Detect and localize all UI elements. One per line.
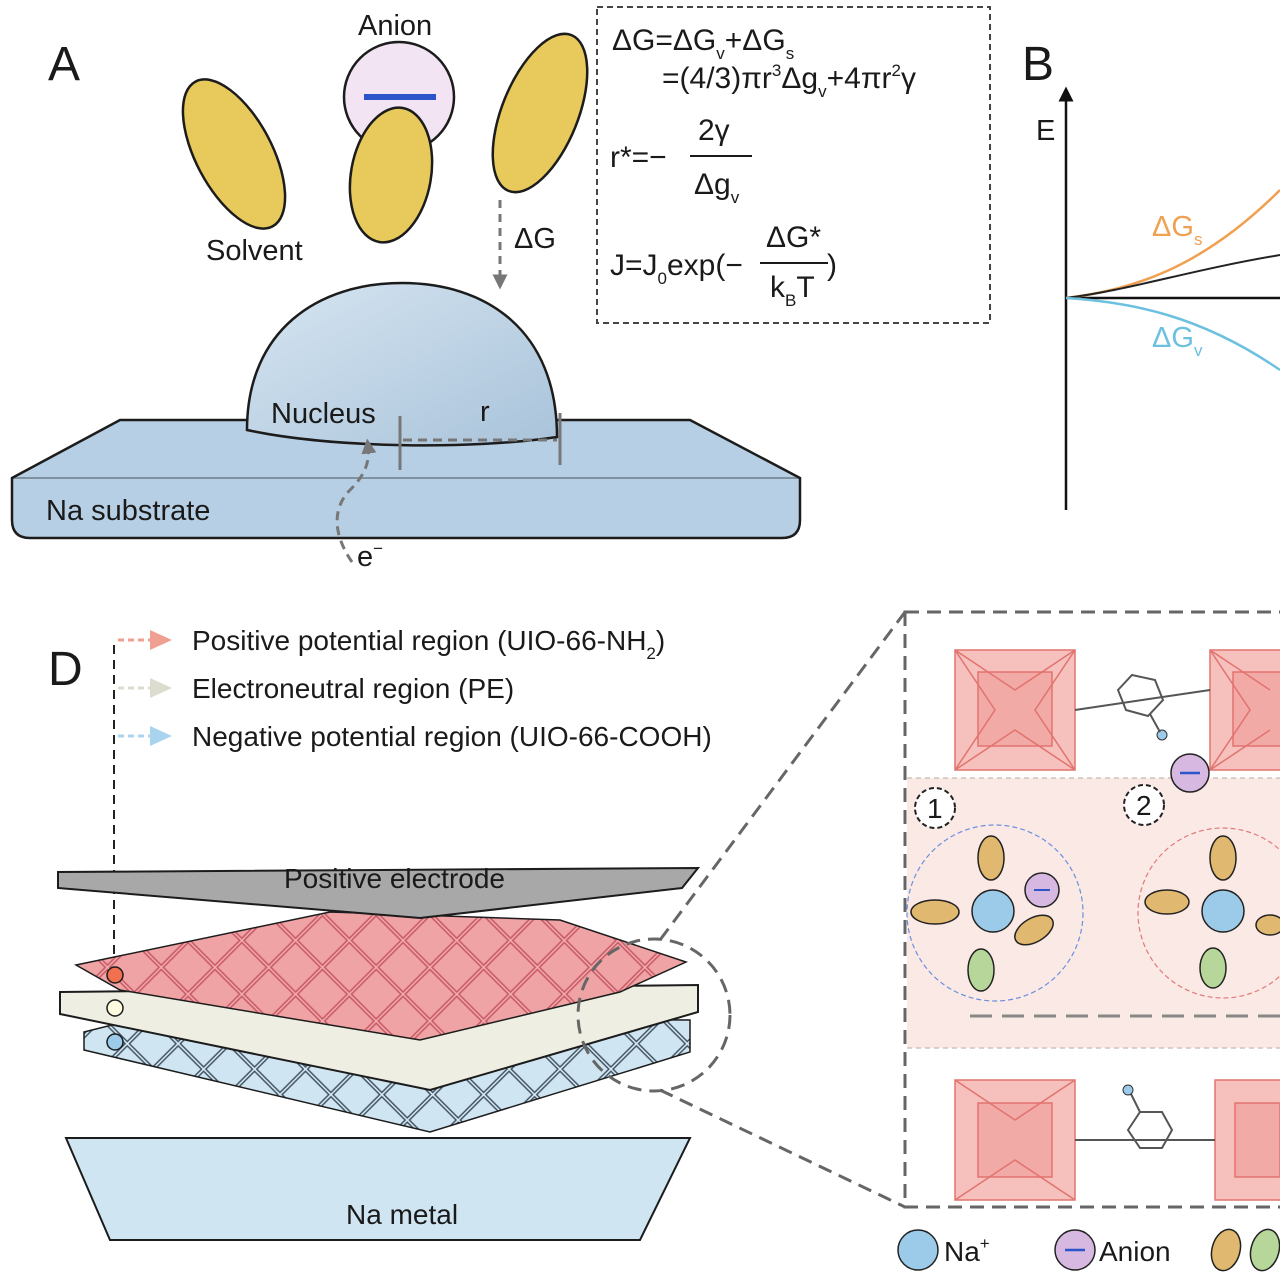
equation-4-denominator: kBT [770,271,815,310]
mof-cluster-bottom-right [1214,1079,1280,1201]
panel-b-letter: B [1022,38,1054,91]
electron-path [335,438,377,563]
na-ion-label: Na+ [944,1234,990,1267]
equation-3-denominator: Δgv [694,168,740,207]
negative-marker-dot [106,1033,124,1051]
equation-3-lhs: r*=− [610,141,667,174]
panel-b: B E ΔGs ΔGv [1022,38,1280,510]
linker-top [1074,673,1211,741]
solvation-shell-1 [906,824,1084,1002]
equation-3-numerator: 2γ [698,114,730,147]
solvent-molecule-right [491,32,589,194]
zoom-leader-bottom [659,1088,906,1209]
mof-cluster-top-right [1209,649,1280,771]
panel-d: D Positive potential region (UIO-66-NH2)… [48,610,1280,1272]
substrate-label: Na substrate [46,495,210,527]
na-metal-plate [64,1137,692,1241]
nucleus-label: Nucleus [271,398,376,430]
positive-marker-dot [106,966,124,984]
gv-label: ΔGv [1152,322,1203,360]
gv-curve [1065,296,1280,372]
species-legend [897,1228,1280,1272]
equation-4-lhs: J=J0exp(− [610,249,743,288]
legend-negative: Negative potential region (UIO-66-COOH) [192,721,712,752]
radius-marker [398,413,562,470]
equation-2: =(4/3)πr3Δgv+4πr2γ [662,61,916,101]
solvent-green-icon [1249,1228,1280,1272]
region-1-marker [914,787,956,829]
delta-g-arrow-label: ΔG [514,223,556,255]
equation-1: ΔG=ΔGv+ΔGs [612,24,794,63]
zoom-circle [576,937,732,1093]
mof-cluster-bottom-left [954,1079,1076,1201]
na-metal-label: Na metal [346,1199,458,1230]
solvent-tan-icon [1210,1228,1242,1272]
anion-label: Anion [358,10,432,42]
region-2-marker [1123,784,1165,826]
zoom-inset: 1 2 [903,610,1280,1209]
potential-legend [118,630,172,746]
total-curve [1065,254,1280,299]
panel-d-letter: D [48,643,83,696]
anion-legend-label: Anion [1099,1236,1171,1267]
region-1-label: 1 [927,793,943,824]
region-2-label: 2 [1136,790,1152,821]
solvent-molecule-center [348,106,434,244]
linker-bottom [1075,1084,1215,1149]
positive-electrode-plate [57,866,701,920]
anion-ion-inset [1170,753,1210,793]
gs-curve [1065,189,1280,300]
solvation-shell-2 [1137,827,1280,999]
panel-a: A Na substrate Nucleus r e− Anion Solven… [10,6,991,573]
zoom-leader-top [658,611,907,941]
panel-a-letter: A [48,38,80,91]
positive-electrode-label: Positive electrode [284,863,505,894]
equation-box [596,6,991,324]
equation-4-numerator: ΔG* [766,221,821,254]
na-substrate [10,418,802,540]
solvent-label: Solvent [206,235,303,267]
y-axis-label: E [1036,115,1055,147]
electron-label: e− [357,539,383,573]
mof-cluster-top-left [954,649,1076,771]
radius-label: r [480,396,490,428]
gs-label: ΔGs [1152,211,1202,249]
equation-4-close: ) [827,249,837,282]
solvent-molecule-left [181,78,287,230]
na-ion-icon [897,1229,939,1271]
neutral-marker-dot [106,999,124,1017]
legend-positive: Positive potential region (UIO-66-NH2) [192,625,665,663]
nucleus-dome [245,281,559,447]
legend-neutral: Electroneutral region (PE) [192,673,514,704]
